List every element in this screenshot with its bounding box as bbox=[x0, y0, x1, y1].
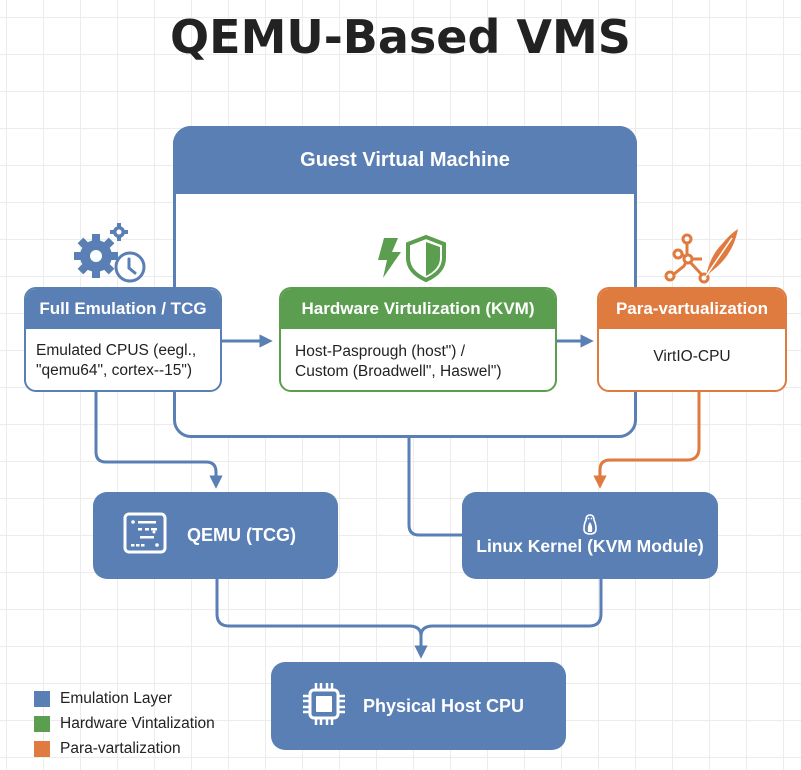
legend-swatch-emulation bbox=[34, 690, 50, 707]
guest-vm-label: Guest Virtual Machine bbox=[300, 148, 510, 171]
legend-label-hardware: Hardware Vintalization bbox=[60, 714, 215, 732]
linux-kernel-label: Linux Kernel (KVM Module) bbox=[476, 536, 704, 556]
legend-label-para: Para-vartalization bbox=[60, 739, 181, 757]
network-feather-icon bbox=[664, 226, 744, 289]
qemu-tcg-layer: QEMU (TCG) bbox=[93, 492, 338, 579]
gears-clock-icon bbox=[70, 220, 150, 289]
connector-kernel-to-cpu bbox=[414, 578, 603, 659]
legend-item-emulation: Emulation Layer bbox=[34, 686, 215, 711]
legend-item-hardware: Hardware Vintalization bbox=[34, 711, 215, 736]
bolt-shield-icon bbox=[374, 234, 450, 287]
full-emulation-line-2: "qemu64", cortex--15") bbox=[36, 362, 193, 379]
guest-vm-header: Guest Virtual Machine bbox=[173, 126, 637, 194]
hardware-virtualization-title: Hardware Virtulization (KVM) bbox=[281, 289, 555, 329]
linux-kernel-layer: Linux Kernel (KVM Module) bbox=[462, 492, 718, 579]
legend-item-para: Para-vartalization bbox=[34, 736, 215, 761]
arrow-emulation-to-qemu bbox=[94, 392, 223, 489]
hardware-virtualization-line-2: Custom (Broadwell", Haswel") bbox=[295, 363, 502, 380]
para-virtualization-card: Para-vartualization VirtIO-CPU bbox=[597, 287, 787, 392]
para-virtualization-line-1: VirtIO-CPU bbox=[653, 348, 731, 365]
physical-host-cpu-layer: Physical Host CPU bbox=[271, 662, 566, 750]
penguin-icon bbox=[583, 514, 597, 536]
qemu-tcg-label: QEMU (TCG) bbox=[187, 525, 296, 545]
full-emulation-card: Full Emulation / TCG Emulated CPUS (eegl… bbox=[24, 287, 222, 392]
legend-swatch-hardware bbox=[34, 715, 50, 732]
connector-qemu-to-cpu bbox=[215, 578, 423, 637]
legend: Emulation Layer Hardware Vintalization P… bbox=[34, 686, 215, 761]
full-emulation-title: Full Emulation / TCG bbox=[26, 289, 220, 329]
connector-guest-to-kernel bbox=[407, 438, 462, 537]
diagram-title: QEMU-Based VMS bbox=[170, 10, 631, 64]
full-emulation-line-1: Emulated CPUS (eegl., bbox=[36, 342, 197, 359]
legend-swatch-para bbox=[34, 740, 50, 757]
arrow-para-to-kernel bbox=[593, 392, 701, 489]
terminal-icon bbox=[123, 512, 167, 559]
cpu-chip-icon bbox=[301, 681, 347, 732]
legend-label-emulation: Emulation Layer bbox=[60, 689, 173, 707]
hardware-virtualization-line-1: Host-Pasprough (host") / bbox=[295, 343, 466, 360]
para-virtualization-title: Para-vartualization bbox=[599, 289, 785, 329]
physical-host-cpu-label: Physical Host CPU bbox=[363, 695, 525, 716]
hardware-virtualization-card: Hardware Virtulization (KVM) Host-Paspro… bbox=[279, 287, 557, 392]
